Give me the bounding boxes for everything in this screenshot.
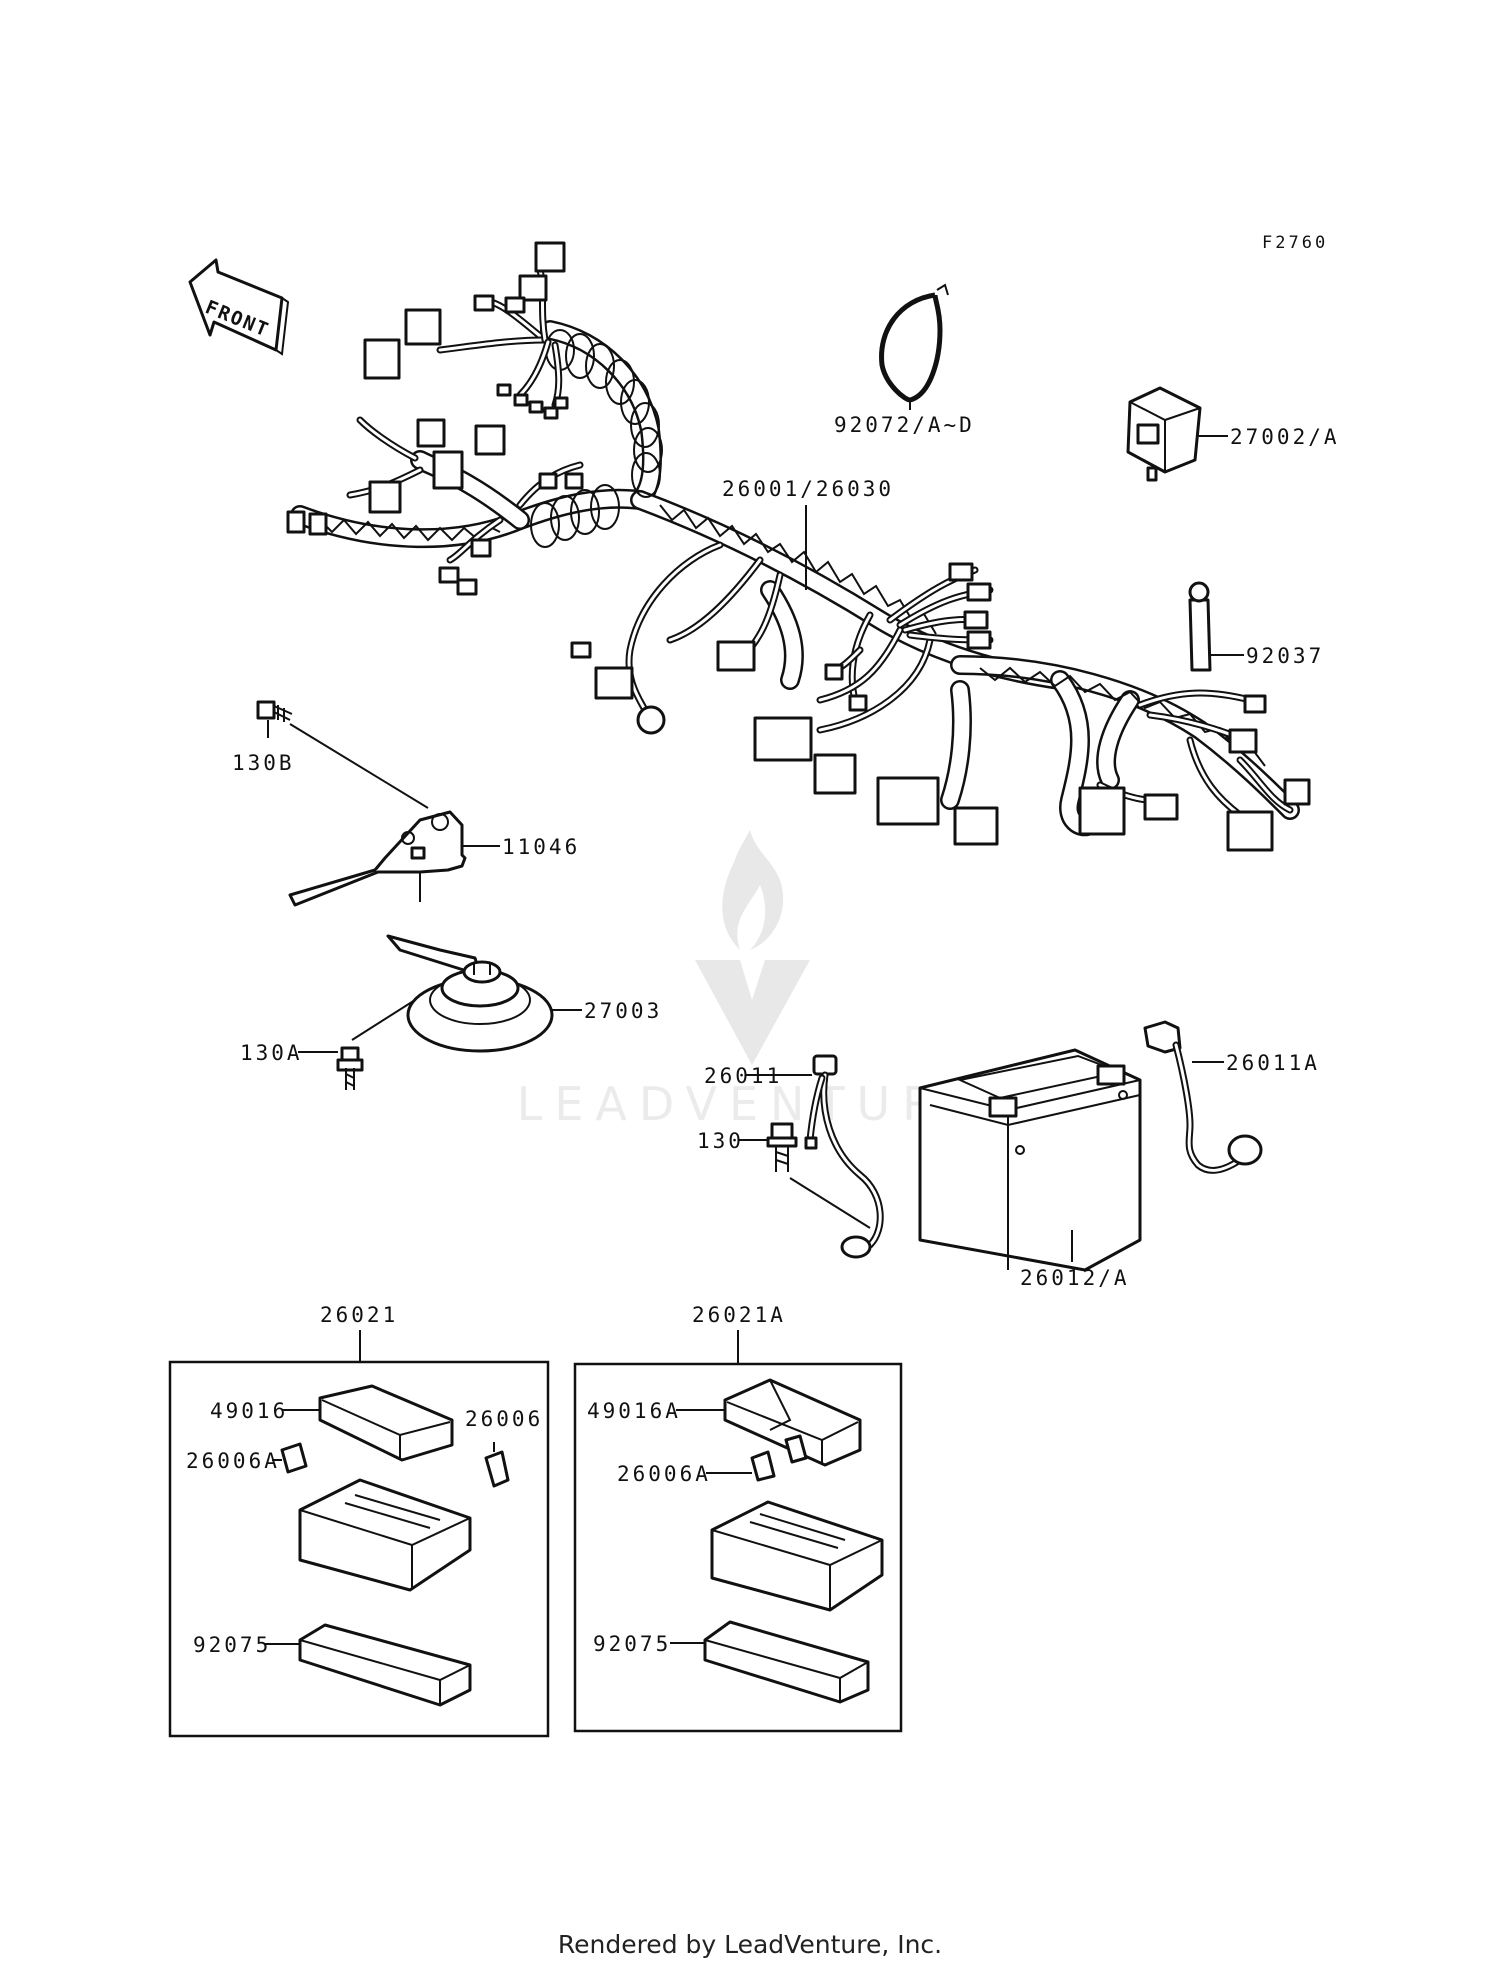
harness-connectors [286,241,1311,852]
label-box1: 26021 [320,1303,398,1327]
label-bolt: 130 [697,1129,744,1153]
label-lead: 26011 [704,1064,782,1088]
watermark-text: LEADVENTURE [517,1077,988,1131]
wiring-harness [290,266,1300,837]
label-fuse1: 26006 [465,1407,543,1431]
battery-cable-26011a [1143,1020,1263,1174]
label-cover1: 49016 [210,1399,288,1423]
label-box2: 26021A [692,1303,786,1327]
label-bracket: 11046 [502,835,580,859]
label-boot: 92037 [1246,644,1324,668]
terminal-boot [1188,581,1212,672]
label-band: 92072/A~D [834,413,975,437]
leadventure-watermark: LEADVENTURE [517,830,988,1131]
label-fuse2a: 26006A [617,1462,711,1486]
label-horn: 27003 [584,999,662,1023]
bolt-130 [766,1122,798,1172]
bolt-130b [256,700,293,722]
fuse-box-26021 [168,1330,550,1738]
label-cover2: 49016A [587,1399,681,1423]
relay [1126,386,1202,482]
label-cable: 26011A [1226,1051,1320,1075]
harness-band [879,283,949,410]
battery-lead-26011 [804,1054,884,1259]
horn-bracket [288,810,467,907]
label-relay: 27002/A [1230,425,1340,449]
horn [386,934,554,1053]
label-case1: 92075 [193,1633,271,1657]
front-arrow: FRONT [188,258,290,356]
fuse-box-26021a [573,1330,903,1733]
label-bolt-a: 130A [240,1041,303,1065]
figure-code: F2760 [1262,233,1328,253]
label-battery: 26012/A [1020,1266,1130,1290]
label-case2: 92075 [593,1632,671,1656]
label-bolt-b: 130B [232,751,295,775]
footer-credit: Rendered by LeadVenture, Inc. [557,1930,943,1959]
battery [918,1048,1142,1272]
label-fuse1a: 26006A [186,1449,280,1473]
label-harness: 26001/26030 [722,477,894,501]
bolt-130a [336,1046,364,1090]
